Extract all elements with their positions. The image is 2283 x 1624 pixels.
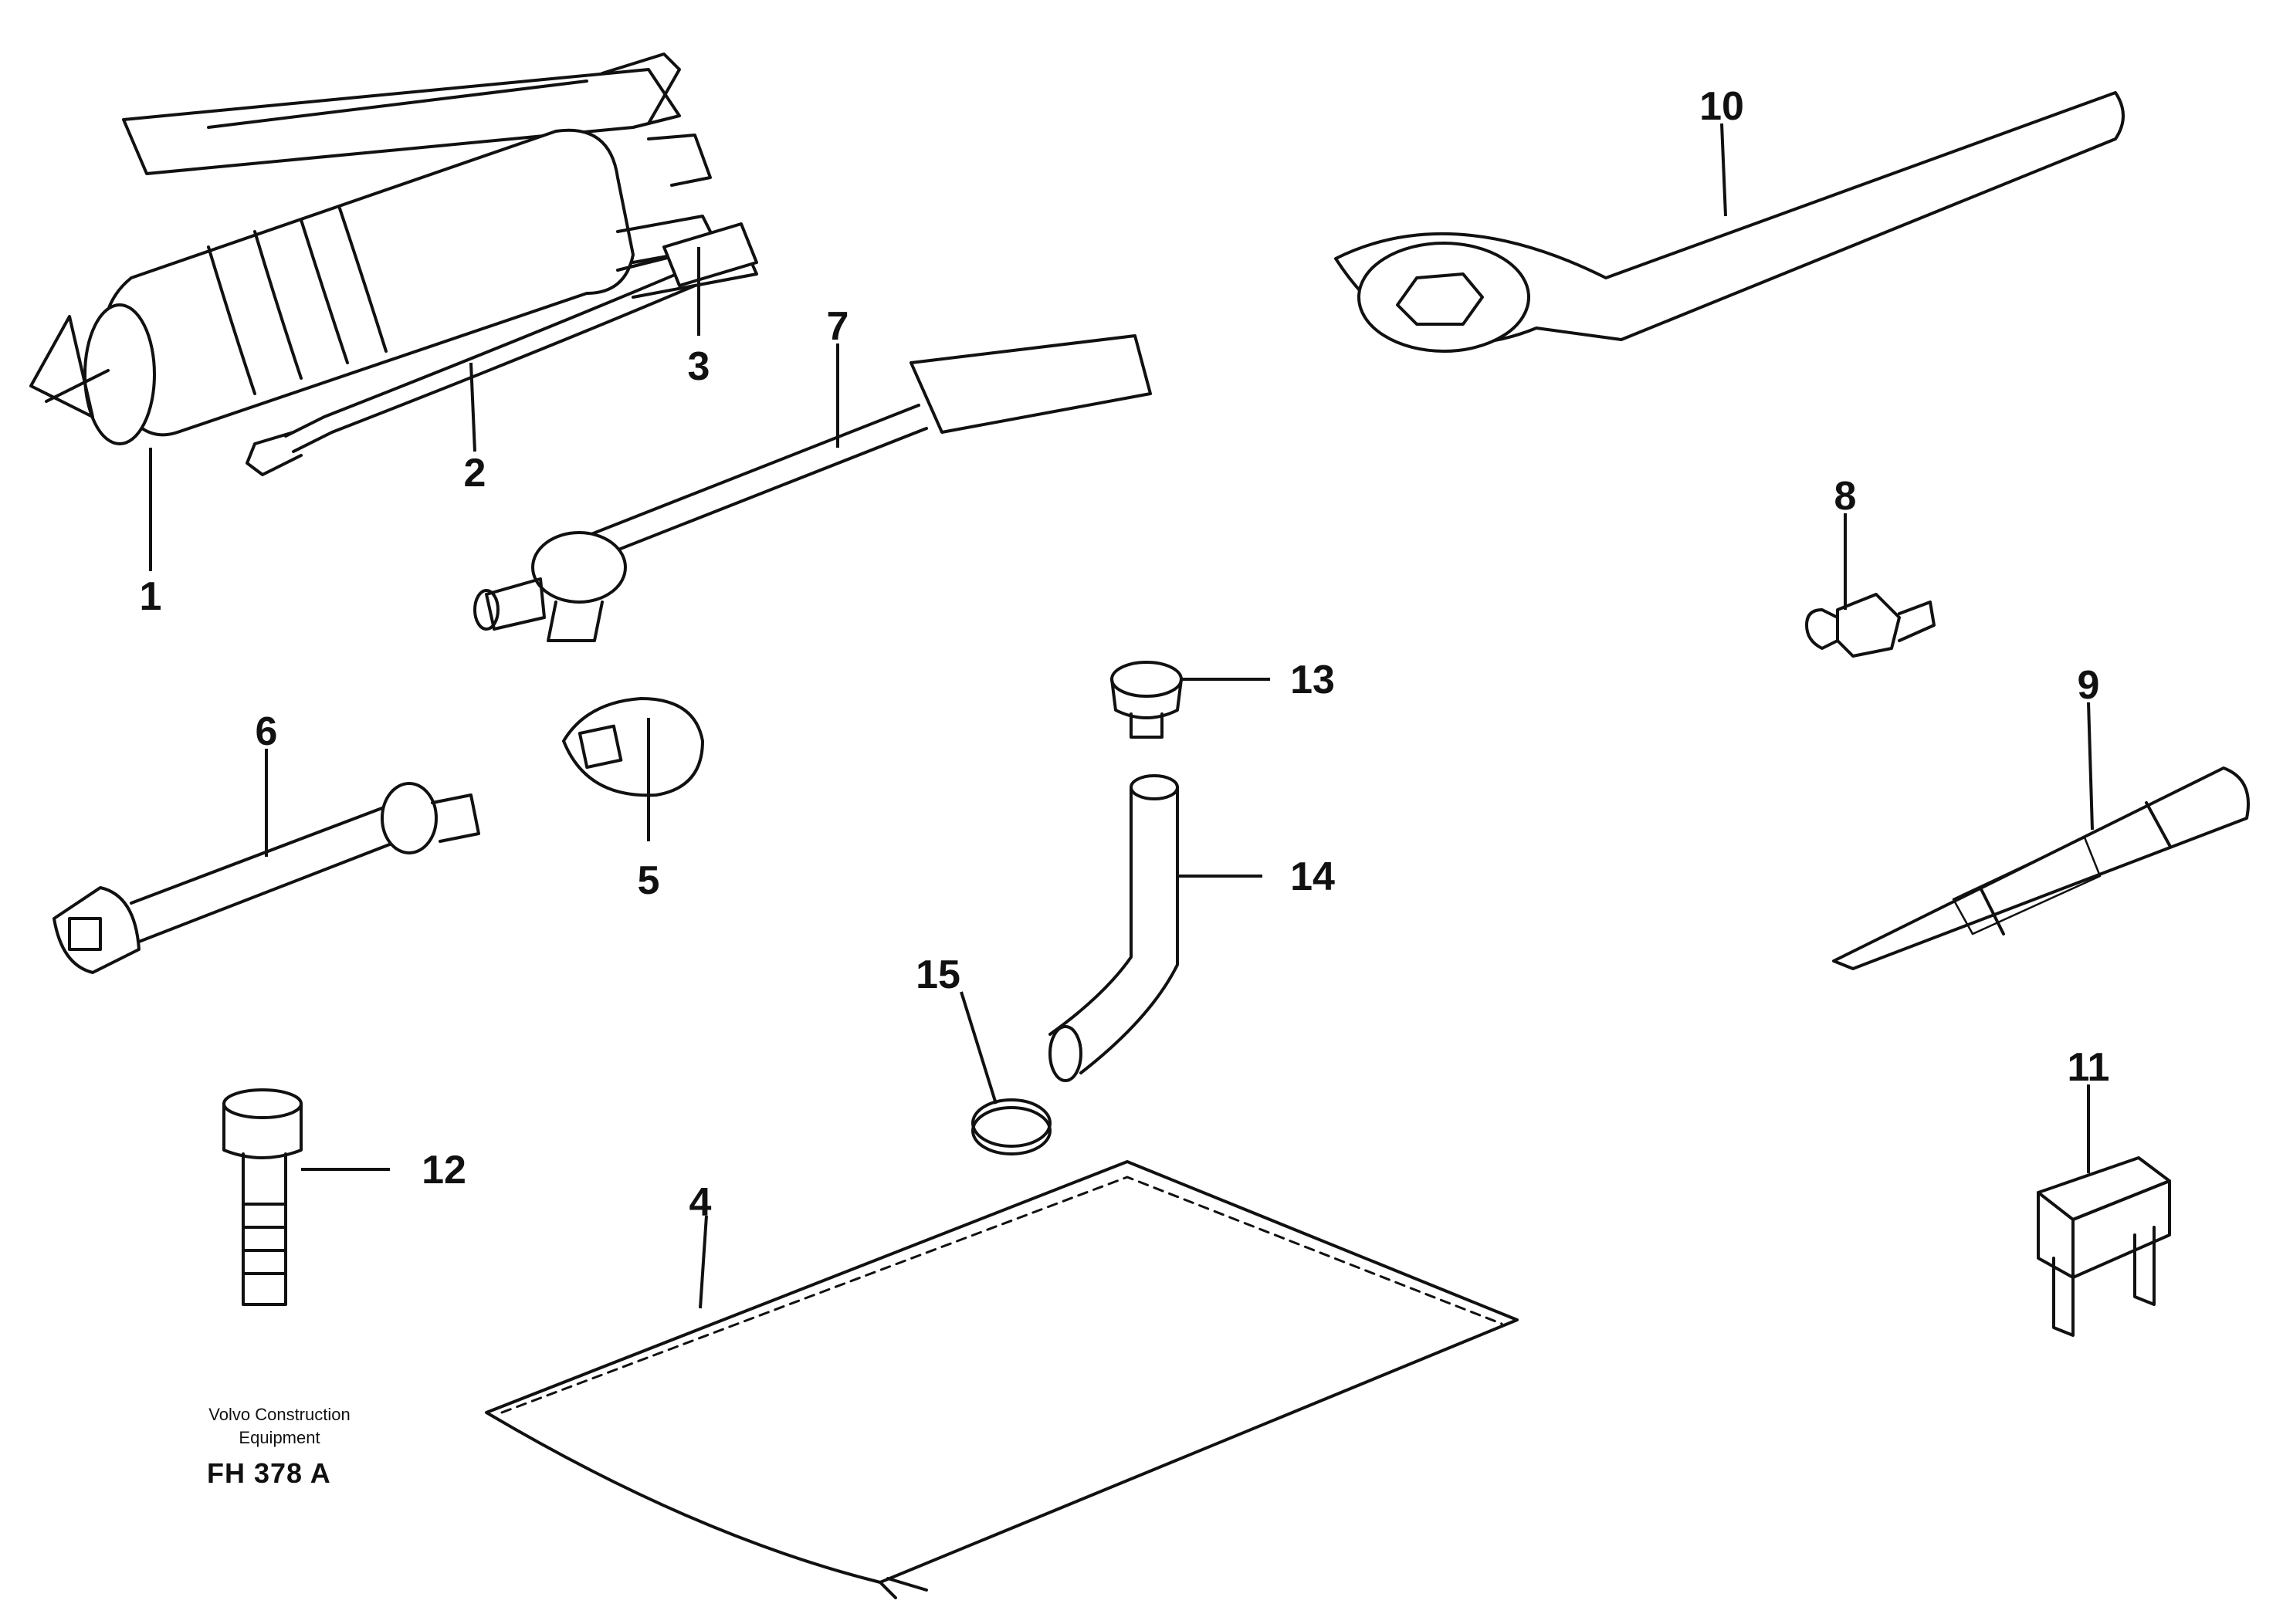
callout-3: 3 <box>688 344 710 389</box>
leader-lines <box>149 123 2094 1309</box>
publisher-line-1: Volvo Construction <box>208 1405 351 1424</box>
callout-8: 8 <box>1834 474 1857 519</box>
grease-nipple <box>1805 593 1936 658</box>
callout-6: 6 <box>256 709 278 754</box>
valve-cap <box>1110 661 1183 739</box>
ring-spanner <box>1334 91 2125 353</box>
callout-9: 9 <box>2078 663 2100 708</box>
callout-5: 5 <box>638 858 660 903</box>
callout-7: 7 <box>827 304 849 349</box>
socket <box>562 697 704 797</box>
callout-15: 15 <box>916 952 960 997</box>
grease-hose <box>246 265 696 476</box>
hose-elbow <box>1048 774 1179 1082</box>
callout-10: 10 <box>1699 84 1744 129</box>
extension-bar <box>53 782 480 974</box>
cap-screw <box>222 1088 303 1306</box>
callout-numbers: 1 2 3 4 5 6 7 8 9 10 11 12 13 14 15 <box>140 84 2110 1225</box>
grease-nozzle <box>662 222 758 287</box>
figure-code: FH 378 A <box>207 1457 331 1489</box>
callout-12: 12 <box>422 1148 466 1193</box>
callout-2: 2 <box>464 451 486 496</box>
ratchet-handle <box>473 334 1152 642</box>
centre-punch <box>1832 766 2250 970</box>
tool-bag <box>485 1160 1519 1599</box>
grease-gun <box>29 52 758 445</box>
callout-11: 11 <box>2068 1045 2110 1090</box>
callout-4: 4 <box>689 1180 712 1225</box>
callout-13: 13 <box>1290 658 1335 702</box>
callout-14: 14 <box>1290 854 1335 899</box>
publisher-line-2: Equipment <box>239 1428 320 1447</box>
callout-1: 1 <box>140 574 162 619</box>
blade-fuse <box>2037 1156 2171 1337</box>
hose-clamp <box>971 1098 1052 1155</box>
